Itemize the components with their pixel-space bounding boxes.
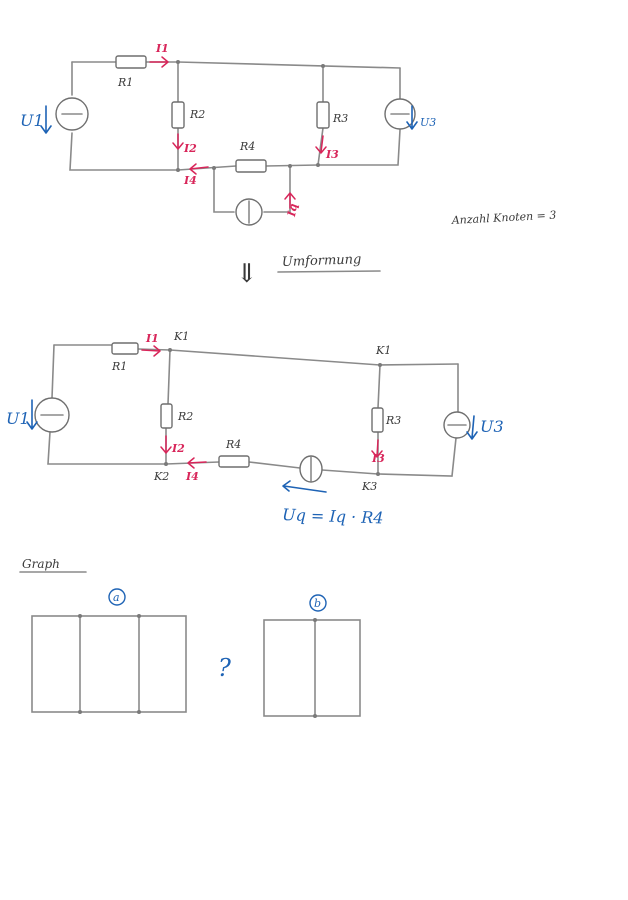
c2-arrow-u1 [26,399,38,430]
c2-node-k1-top [168,348,172,352]
c2-label-r3: R3 [385,414,401,427]
c1-resistor-r4 [235,159,267,173]
c1-wire-r3-branch [317,65,324,166]
graph-a-node-1 [78,614,82,618]
graph-b-node-top [313,618,317,622]
c2-arrow-u3 [466,415,478,440]
c2-uq-equation: Uq = Iq · R4 [282,505,384,528]
c1-label-u1: U1 [20,111,44,130]
c1-resistor-r3 [316,101,330,129]
c2-label-u1: U1 [6,409,30,428]
c2-label-i1: I1 [145,332,159,345]
c2-resistor-r2 [160,403,173,429]
c2-arrow-uq [282,480,327,493]
c2-resistor-r3 [371,407,384,433]
c1-arrow-i2 [172,133,184,150]
c2-label-i4: I4 [185,470,199,483]
c1-arrow-u3 [406,105,418,130]
c1-node-bottom-left [176,168,180,172]
graph-b-label: b [314,597,321,610]
circuit-1: R1 R2 R3 R4 I1 I2 I3 I4 Iq U1 U3 [20,42,436,226]
c1-resistor-r1 [115,55,147,69]
c1-arrow-i1 [149,56,169,68]
c2-label-r1: R1 [111,360,127,373]
c2-arrow-i4 [187,457,207,469]
c2-label-i3: I3 [371,452,385,465]
c1-arrow-u1 [40,105,52,134]
c1-resistor-r2 [171,101,185,129]
graph-a: a [31,588,187,714]
c1-label-r2: R2 [189,108,205,121]
transformation-step: ⇓ Umformung [236,252,381,289]
c2-label-k1-top: K1 [173,330,189,343]
c1-label-r1: R1 [117,76,133,89]
node-count-note: Anzahl Knoten = 3 [450,209,556,228]
c2-label-i2: I2 [171,442,185,455]
c2-arrow-i3 [371,439,383,458]
graph-heading: Graph [22,557,60,571]
c2-resistor-r1 [111,342,139,355]
c1-node-loop-left [212,166,216,170]
c2-wire-r3-branch [377,364,381,475]
graph-a-node-4 [137,710,141,714]
c1-wire-right [317,67,401,166]
transform-label: Umformung [282,252,362,270]
c1-label-i4: I4 [183,174,197,187]
graph-question-mark: ? [218,654,231,682]
c1-label-i3: I3 [325,148,339,161]
c1-arrow-i4 [189,163,209,175]
c2-node-k3 [376,472,380,476]
c2-label-r2: R2 [177,410,193,423]
graph-b: b [263,594,361,718]
c1-arrow-iq [284,192,296,209]
c2-node-k1-right [378,363,382,367]
c1-label-i1: I1 [155,42,169,55]
c2-arrow-i1 [141,345,161,357]
c2-wire-top [53,344,459,366]
graph-section: Graph a ? b [19,557,361,718]
c1-wire-left [69,61,179,171]
c1-wire-source-loop [213,165,291,213]
c1-label-r3: R3 [332,112,348,125]
c2-label-r4: R4 [225,438,241,451]
c1-node-top-right [321,64,325,68]
c1-node-loop-right [288,164,292,168]
c2-arrow-i2 [160,435,172,454]
c2-label-k2: K2 [153,470,169,483]
c2-label-u3: U3 [480,417,504,436]
c1-arrow-i3 [315,135,327,154]
c2-label-k3: K3 [361,480,377,493]
c2-node-k2 [164,462,168,466]
circuit-2: R1 R2 R3 R4 I1 I2 I3 I4 K1 K1 K2 K3 U1 U… [6,330,504,528]
graph-a-node-2 [137,614,141,618]
graph-b-outline [263,619,361,717]
graph-a-outline [31,615,187,713]
c2-wire-left [47,344,167,465]
c2-label-k1-right: K1 [375,344,391,357]
c1-label-u3: U3 [420,116,436,129]
c2-resistor-r4 [218,455,250,468]
transform-underline [277,270,381,273]
graph-a-label-circle [108,588,126,606]
graph-b-node-bottom [313,714,317,718]
c2-wire-right [377,363,459,477]
c1-wire-bottom-mid [177,164,319,171]
graph-a-label: a [113,591,120,604]
c1-node-bottom-right [316,163,320,167]
transform-arrow: ⇓ [236,259,258,289]
c1-label-iq: Iq [285,202,300,218]
graph-a-node-3 [78,710,82,714]
c1-label-i2: I2 [183,142,197,155]
graph-b-label-circle [309,594,327,612]
c1-node-top-left [176,60,180,64]
c1-label-r4: R4 [239,140,255,153]
